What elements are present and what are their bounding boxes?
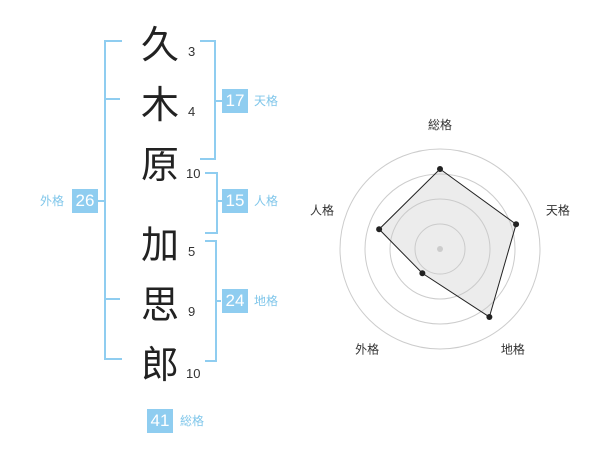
gaikaku-bracket bbox=[104, 40, 122, 360]
jinkaku-bracket bbox=[205, 172, 218, 234]
chikaku-label: 地格 bbox=[254, 294, 279, 308]
soukaku-value: 41 bbox=[147, 409, 173, 433]
soukaku-label: 総格 bbox=[180, 414, 205, 428]
stroke-count: 10 bbox=[186, 366, 201, 381]
radar-ring bbox=[389, 198, 491, 300]
gaikaku-value: 26 bbox=[72, 189, 98, 213]
given-char-3: 郎 bbox=[140, 343, 179, 387]
radar-point-1 bbox=[437, 166, 443, 172]
stroke-count: 10 bbox=[186, 166, 201, 181]
radar-point-4 bbox=[419, 270, 426, 277]
jinkaku-label: 人格 bbox=[254, 194, 279, 208]
given-char-2: 思 bbox=[140, 283, 179, 327]
surname-char-2: 木 bbox=[140, 83, 179, 127]
bracket-tick bbox=[106, 98, 120, 100]
radar-point-2 bbox=[513, 221, 520, 228]
radar-ring bbox=[364, 173, 516, 325]
stroke-count: 4 bbox=[188, 104, 196, 119]
stroke-count: 3 bbox=[188, 44, 196, 59]
radar-axis-label: 外格 bbox=[355, 341, 379, 356]
radar-ring bbox=[339, 148, 541, 350]
radar-point-5 bbox=[376, 226, 383, 233]
surname-char-3: 原 bbox=[140, 143, 179, 187]
radar-axis-label: 人格 bbox=[310, 203, 334, 218]
radar-axis-label: 地格 bbox=[501, 341, 525, 356]
tenkaku-value: 17 bbox=[222, 89, 248, 113]
stroke-count: 5 bbox=[188, 244, 196, 259]
bracket-connector bbox=[216, 200, 222, 202]
bracket-connector bbox=[98, 200, 106, 202]
tenkaku-label: 天格 bbox=[254, 94, 279, 108]
given-char-1: 加 bbox=[140, 223, 179, 267]
radar-ring bbox=[414, 223, 466, 275]
radar-area bbox=[378, 168, 517, 318]
surname-char-1: 久 bbox=[140, 23, 179, 67]
radar-point-3 bbox=[486, 313, 493, 320]
radar-axis-label: 総格 bbox=[428, 117, 452, 132]
jinkaku-value: 15 bbox=[222, 189, 248, 213]
bracket-connector bbox=[214, 100, 222, 102]
bracket-connector bbox=[215, 300, 221, 302]
radar-center bbox=[437, 246, 443, 252]
chikaku-value: 24 bbox=[222, 289, 248, 313]
radar-axis-label: 天格 bbox=[546, 203, 570, 218]
bracket-tick bbox=[106, 298, 120, 300]
stroke-count: 9 bbox=[188, 304, 196, 319]
gaikaku-label: 外格 bbox=[40, 194, 65, 208]
